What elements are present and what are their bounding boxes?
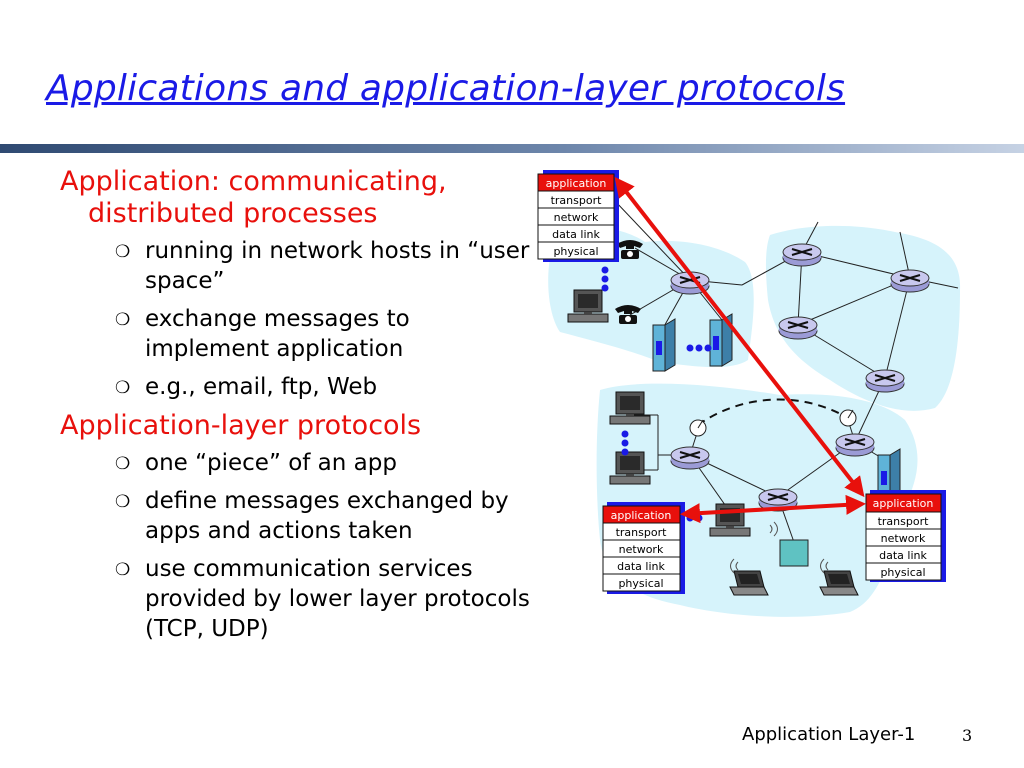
bullet-icon: ❍	[115, 492, 131, 512]
svg-text:transport: transport	[878, 515, 930, 528]
stack-layer-physical: physical	[537, 241, 615, 260]
stack-layer-physical: physical	[602, 573, 681, 592]
svg-text:transport: transport	[616, 526, 668, 539]
stack-layer-transport: transport	[865, 511, 942, 530]
heading-application: Application: communicating, distributed …	[60, 166, 447, 229]
bullet-list-2: ❍one “piece” of an app ❍define messages …	[60, 448, 530, 644]
stack-layer-data-link: data link	[602, 556, 681, 575]
desktop-computer-icon	[609, 451, 651, 485]
stack-layer-transport: transport	[602, 522, 681, 541]
footer-text: Application Layer-1	[742, 724, 916, 745]
list-item: ❍exchange messages to implement applicat…	[115, 306, 410, 362]
arrow-top-to-right	[614, 176, 865, 498]
page-number: 3	[962, 726, 973, 745]
router-icon	[778, 316, 818, 340]
stack-layer-network: network	[602, 539, 681, 558]
svg-text:physical: physical	[880, 566, 925, 579]
svg-text:application: application	[873, 497, 934, 510]
router-icon	[865, 369, 905, 393]
desktop-computer-icon	[609, 391, 651, 425]
protocol-stack-bottom-left: application transport network data link …	[602, 502, 685, 594]
svg-text:data link: data link	[617, 560, 665, 573]
bullet-icon: ❍	[115, 242, 131, 262]
bullet-icon: ❍	[115, 560, 131, 580]
stack-layer-transport: transport	[537, 190, 615, 209]
slide-title: Applications and application-layer proto…	[46, 68, 846, 109]
stack-layer-network: network	[865, 528, 942, 547]
protocol-stack-top: application transport network data link …	[537, 170, 619, 262]
svg-text:data link: data link	[552, 228, 600, 241]
list-item: ❍use communication services provided by …	[115, 556, 530, 642]
slide-content: Application: communicating, distributed …	[60, 166, 530, 652]
bullet-list-1: ❍running in network hosts in “user space…	[60, 236, 530, 402]
bullet-icon: ❍	[115, 454, 131, 474]
svg-text:application: application	[546, 177, 607, 190]
title-rule	[0, 144, 1024, 153]
stack-layer-application: application	[602, 505, 681, 524]
svg-text:data link: data link	[879, 549, 927, 562]
svg-text:network: network	[554, 211, 599, 224]
bullet-icon: ❍	[115, 310, 131, 330]
router-icon	[670, 446, 710, 470]
stack-layer-physical: physical	[865, 562, 942, 581]
wireless-signal-icon	[730, 521, 829, 574]
server-icon	[652, 318, 676, 372]
stack-layer-data-link: data link	[865, 545, 942, 564]
antenna-icon	[689, 419, 707, 437]
list-item: ❍running in network hosts in “user space…	[115, 238, 530, 294]
svg-text:network: network	[881, 532, 926, 545]
list-item: ❍define messages exchanged by apps and a…	[115, 488, 509, 544]
svg-text:physical: physical	[553, 245, 598, 258]
router-icon	[890, 269, 930, 293]
router-icon	[835, 433, 875, 457]
desktop-computer-icon	[567, 289, 609, 323]
bullet-icon: ❍	[115, 378, 131, 398]
arrow-left-to-right	[680, 494, 866, 524]
svg-text:physical: physical	[618, 577, 663, 590]
svg-text:application: application	[611, 509, 672, 522]
protocol-stack-bottom-right: application transport network data link …	[865, 490, 946, 582]
stack-layer-application: application	[537, 173, 615, 192]
stack-layer-network: network	[537, 207, 615, 226]
antenna-icon	[839, 409, 857, 427]
heading-protocols: Application-layer protocols	[60, 410, 422, 441]
stack-layer-data-link: data link	[537, 224, 615, 243]
router-icon	[782, 243, 822, 267]
list-item: ❍e.g., email, ftp, Web	[115, 372, 530, 402]
svg-text:network: network	[619, 543, 664, 556]
access-point-icon	[779, 539, 809, 567]
stack-layer-application: application	[865, 493, 942, 513]
svg-text:transport: transport	[551, 194, 603, 207]
list-item: ❍one “piece” of an app	[115, 448, 530, 478]
